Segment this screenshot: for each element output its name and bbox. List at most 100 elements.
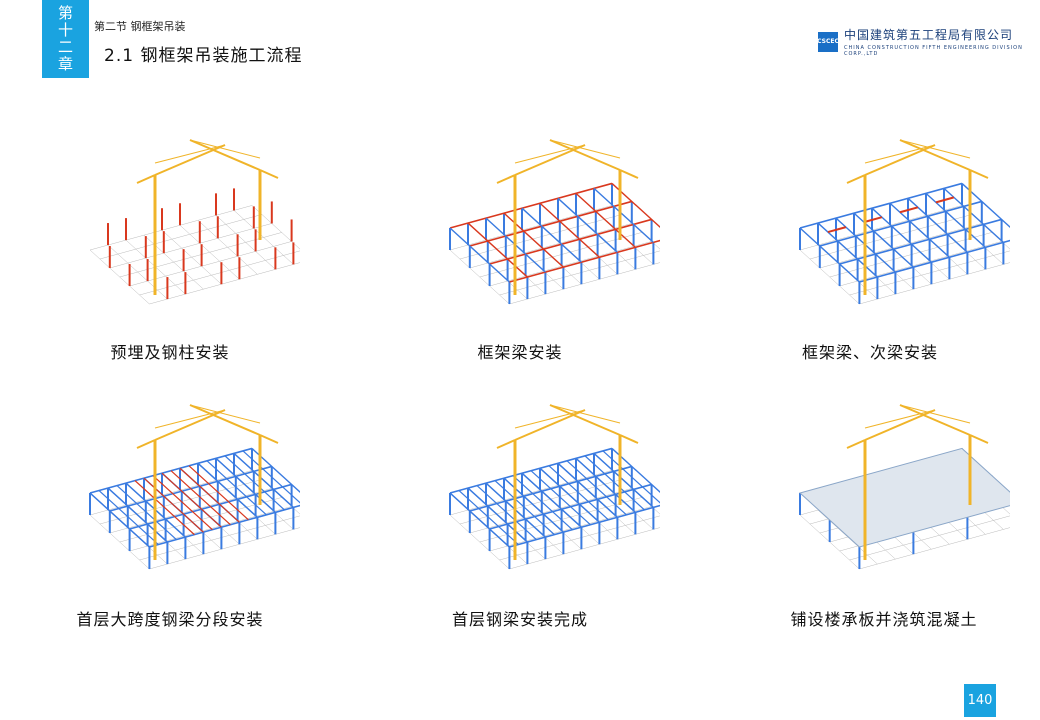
crane-cable — [189, 404, 261, 424]
steel-beam — [907, 197, 968, 253]
crane-counter-jib — [846, 439, 866, 449]
logo-mark: CSCEC — [817, 38, 839, 45]
steel-beam — [871, 207, 932, 263]
crane-cable — [514, 144, 586, 164]
steel-beam — [925, 192, 986, 248]
chapter-tab: 第 十 二 章 — [42, 0, 89, 78]
crane-counter-jib — [619, 434, 639, 444]
page-number: 140 — [964, 684, 996, 717]
crane-cable — [899, 404, 971, 424]
steel-beam — [819, 200, 983, 247]
crane-jib — [549, 404, 621, 436]
floor-deck — [798, 447, 1010, 548]
steel-beam — [521, 207, 582, 263]
grid-line — [859, 262, 1010, 305]
long-span-beam — [458, 490, 519, 545]
page-title: 2.1 钢框架吊装施工流程 — [104, 46, 303, 66]
step-5-illustration — [449, 404, 660, 570]
grid-line — [509, 527, 660, 570]
company-name: 中国建筑第五工程局有限公司 CHINA CONSTRUCTION FIFTH E… — [844, 26, 1040, 57]
crane-counter-jib — [969, 169, 989, 179]
crane-cable — [154, 144, 226, 164]
grid-line — [469, 223, 632, 269]
steel-beam — [611, 447, 660, 494]
long-span-beam — [98, 490, 159, 545]
steel-beam — [799, 227, 860, 283]
section-label: 第二节 钢框架吊装 — [94, 20, 186, 33]
secondary-beam — [935, 196, 955, 204]
steel-beam — [449, 182, 613, 229]
long-span-beam — [593, 452, 654, 508]
chapter-char: 十 — [57, 21, 73, 39]
steel-beam — [611, 182, 660, 229]
crane-jib — [899, 404, 971, 436]
grid-line — [129, 241, 292, 287]
grid-line — [449, 205, 613, 251]
steel-beam — [943, 187, 1004, 243]
crane-counter-jib — [969, 434, 989, 444]
long-span-beam — [476, 485, 537, 541]
long-span-beam — [548, 465, 609, 521]
steel-beam — [575, 192, 636, 248]
grid-line — [489, 241, 652, 287]
grid-line — [89, 249, 150, 305]
long-span-beam — [89, 492, 150, 548]
long-span-beam — [602, 450, 660, 504]
long-span-beam — [530, 470, 591, 526]
crane-cable — [864, 144, 936, 164]
crane-counter-jib — [846, 174, 866, 184]
long-span-beam — [134, 480, 195, 536]
crane-counter-jib — [136, 439, 156, 449]
steel-beam — [449, 227, 510, 283]
long-span-beam — [512, 475, 573, 531]
crane-counter-jib — [259, 169, 279, 179]
crane-cable — [189, 139, 261, 159]
step-caption: 框架梁安装 — [477, 343, 563, 362]
steel-beam — [251, 447, 300, 494]
grid-line — [109, 223, 272, 269]
crane-counter-jib — [496, 174, 516, 184]
steel-beam — [557, 197, 618, 253]
step-caption: 铺设楼承板并浇筑混凝土 — [790, 610, 978, 629]
step-6-illustration — [798, 404, 1010, 570]
step-caption: 首层大跨度钢梁分段安装 — [76, 610, 264, 629]
grid-line — [89, 514, 150, 570]
crane-jib — [189, 139, 261, 171]
steel-beam — [799, 182, 963, 229]
crane-cable — [899, 139, 971, 159]
step-2-illustration — [449, 139, 660, 305]
long-span-beam — [161, 472, 222, 528]
long-span-beam — [215, 457, 276, 513]
long-span-beam — [539, 467, 600, 523]
long-span-beam — [179, 467, 240, 523]
crane-cable — [154, 409, 226, 429]
step-caption: 框架梁、次梁安装 — [801, 343, 938, 362]
steel-beam — [509, 504, 660, 548]
long-span-beam — [494, 480, 555, 536]
step-1-illustration — [89, 139, 300, 305]
grid-line — [799, 205, 963, 251]
long-span-beam — [521, 472, 582, 528]
secondary-beam — [899, 206, 919, 214]
long-span-beam — [233, 452, 294, 508]
chapter-char: 二 — [57, 38, 73, 56]
company-logo: CSCEC 中国建筑第五工程局有限公司 CHINA CONSTRUCTION F… — [817, 26, 1040, 57]
long-span-beam — [188, 465, 249, 521]
steel-beam — [489, 218, 652, 265]
grid-line — [149, 527, 300, 570]
step-caption: 预埋及钢柱安装 — [110, 343, 230, 362]
steel-beam — [593, 187, 654, 243]
crane-jib — [549, 139, 621, 171]
grid-line — [819, 223, 982, 269]
steel-beam — [467, 222, 528, 278]
long-span-beam — [224, 455, 285, 511]
step-caption: 首层钢梁安装完成 — [451, 610, 588, 629]
steel-beam — [539, 202, 600, 258]
company-name-en: CHINA CONSTRUCTION FIFTH ENGINEERING DIV… — [844, 45, 1023, 57]
crane-jib — [899, 139, 971, 171]
long-span-beam — [152, 475, 213, 531]
crane-counter-jib — [259, 434, 279, 444]
crane-cable — [864, 409, 936, 429]
chapter-char: 第 — [57, 4, 73, 22]
step-3-illustration — [799, 139, 1010, 305]
